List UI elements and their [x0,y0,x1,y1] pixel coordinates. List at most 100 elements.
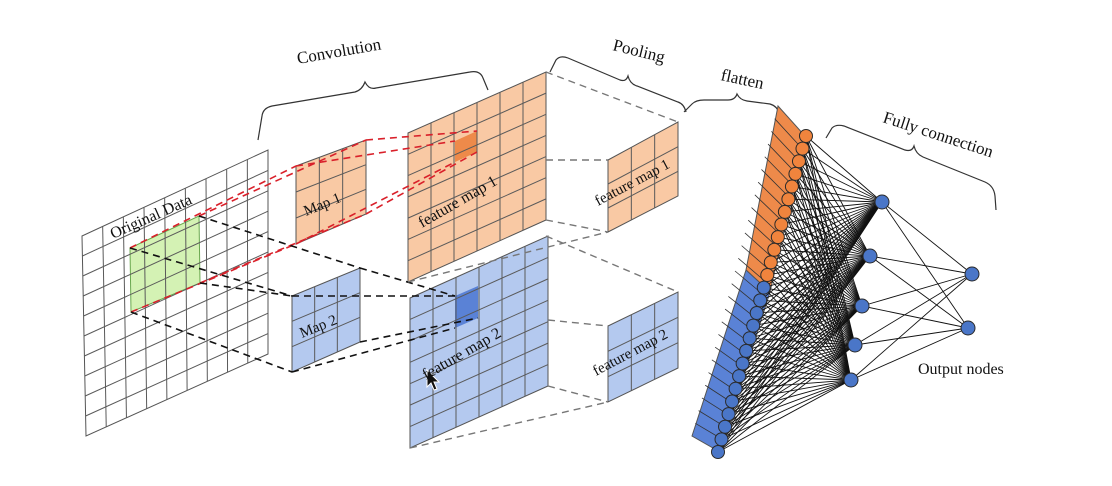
conv-feature-map-2 [409,235,549,449]
grid-line [84,312,269,397]
grid-line [85,333,269,417]
network-edge [881,201,969,329]
network-edge [724,379,852,428]
network-edge [760,255,871,301]
network-edge [753,325,856,346]
network-edge [795,173,863,307]
network-edge [717,201,883,453]
label-convolution: Convolution [295,34,383,68]
grid-line [295,164,367,193]
network-edge [784,211,871,257]
grid-line [607,146,679,185]
network-edge [795,173,871,257]
network-edges [717,135,973,453]
network-edge [777,236,863,307]
network-edge [774,249,863,307]
network-edge [795,173,883,203]
network-edge [767,274,863,307]
brace-convolution [257,71,489,141]
flatten-stripe [764,156,793,185]
flatten-node [770,230,785,245]
network-edge [770,255,871,263]
network-edge [777,201,883,238]
network-edge [735,379,852,390]
grid-line [407,113,547,177]
grid-line [84,271,269,357]
conv-feature-map-1 [407,71,547,283]
network-edge [731,344,856,402]
network-edge [721,344,856,440]
network-edge [756,312,856,346]
network-edge [759,299,852,381]
grid-line [82,169,269,257]
network-edge [749,337,856,346]
grid-line [407,198,547,262]
network-edge [861,273,973,307]
network-edge [728,344,856,415]
flatten-stripe [767,143,796,173]
flatten-stripe [754,194,783,222]
network-edge [724,344,856,428]
network-edge [854,327,969,346]
flatten-node [725,394,740,409]
network-edge [742,344,856,364]
hidden-node [854,298,870,314]
network-edge [717,379,852,453]
grid-line [84,292,269,377]
network-edge [742,201,883,364]
network-edge [756,201,883,314]
grid-line [82,190,269,277]
network-edge [861,305,969,329]
network-nodes [711,129,980,459]
network-edge [795,173,856,346]
network-edge [728,201,883,415]
label-output-nodes: Output nodes [918,361,1004,378]
network-edge [735,344,856,390]
gray-dashed-connectors [407,71,679,449]
original-data-grid [81,149,269,437]
flatten-stripe [774,118,803,149]
output-node [964,266,980,282]
label-fully-connection: Fully connection [881,108,996,162]
network-edge [717,344,856,453]
flatten-node [739,343,754,358]
flatten-stripe [744,232,773,258]
flatten-node [742,331,757,346]
hidden-node [843,372,859,388]
network-edge [774,201,883,251]
flatten-stripe [751,207,780,234]
network-edge [850,327,969,381]
flatten-node [767,242,782,257]
grid-line [83,231,269,317]
flatten-node [714,432,729,447]
network-edge [732,379,852,402]
label-flatten: flatten [719,65,766,93]
network-edge [749,337,852,381]
network-edge [767,255,871,276]
flatten-node [753,293,768,308]
network-edge [746,344,856,352]
network-edge [798,160,883,203]
kernel-map1 [295,139,367,245]
flatten-node [777,204,792,219]
network-edge [756,312,852,381]
grid-line [409,278,549,342]
flatten-node [756,280,771,295]
flatten-node [749,305,764,320]
flatten-node [791,154,806,169]
flatten-node [799,129,813,143]
grid-line [407,134,547,198]
flatten-node [728,381,743,396]
network-edge [721,201,883,440]
output-node [960,320,976,336]
grid-line [409,299,549,363]
flatten-node [774,217,789,232]
network-edge [798,161,863,307]
hidden-node [874,194,890,210]
hidden-node [862,248,878,264]
label-pooling: Pooling [611,35,667,66]
network-edge [788,198,871,257]
network-edge [777,236,871,257]
grid-line [607,316,679,352]
